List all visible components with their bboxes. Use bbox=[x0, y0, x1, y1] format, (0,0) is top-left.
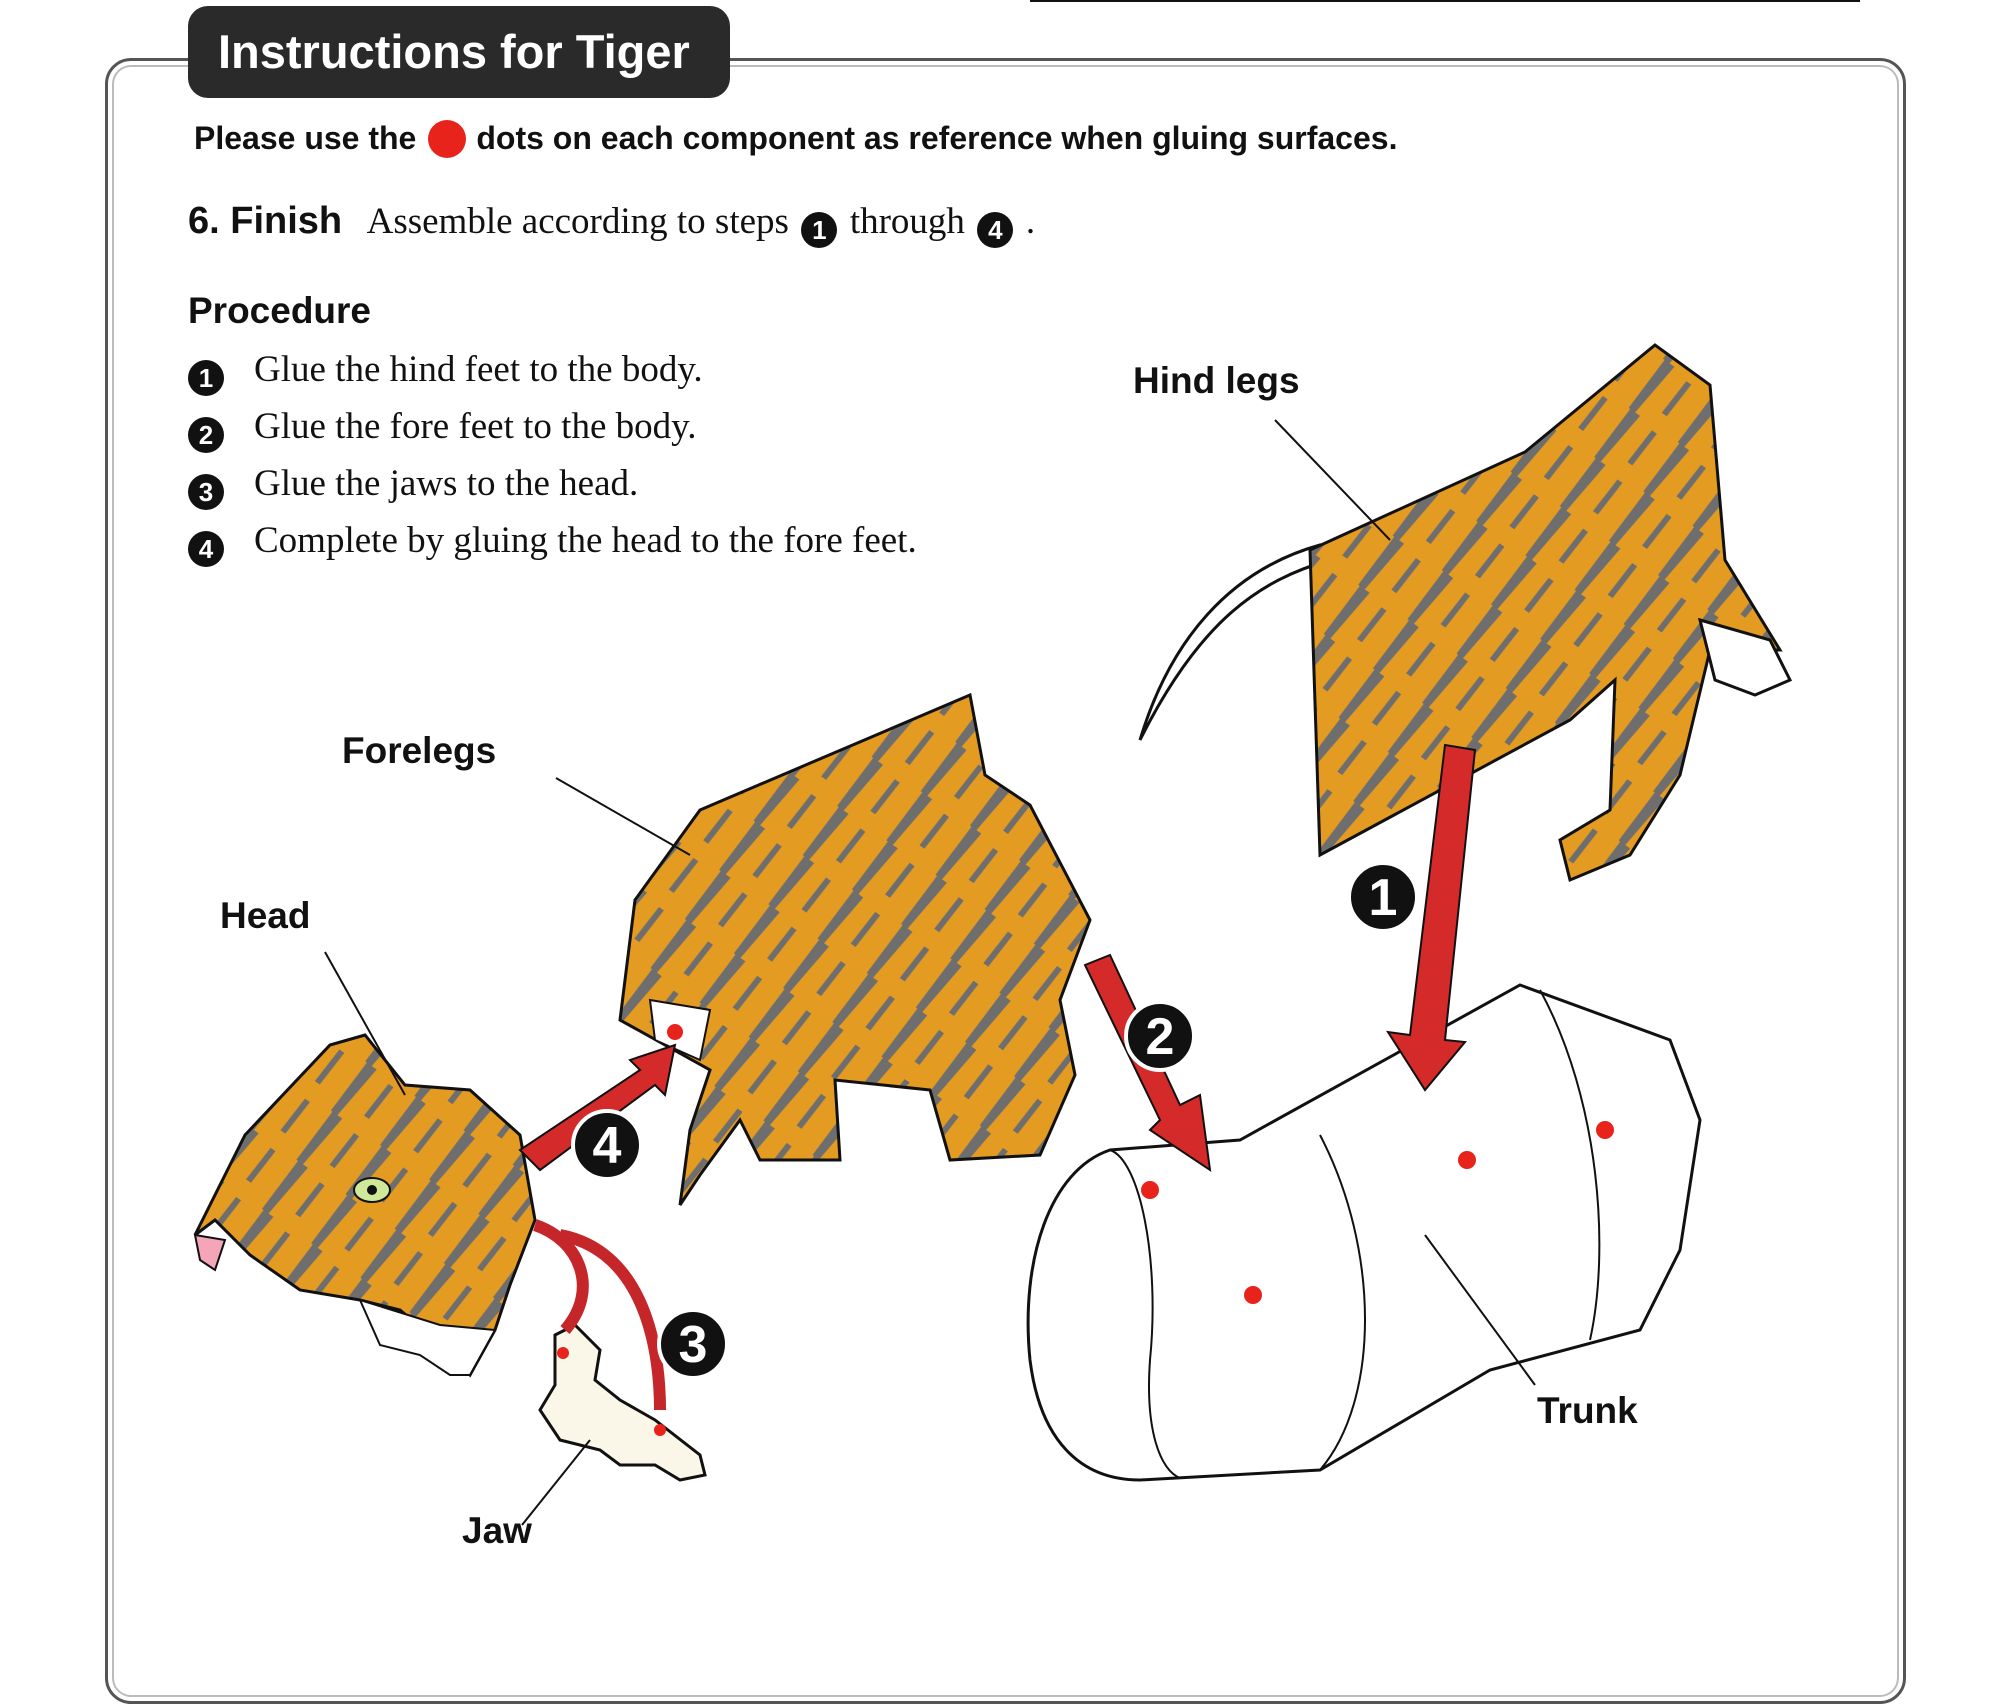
hind-legs-leader bbox=[1274, 419, 1391, 541]
procedure-item-text: Glue the fore feet to the body. bbox=[254, 406, 697, 447]
step-text-middle: through bbox=[849, 201, 965, 242]
jaw-leader bbox=[521, 1439, 591, 1526]
top-rule bbox=[1030, 0, 1860, 2]
step-from-number-icon: 1 bbox=[801, 212, 838, 248]
jaw-part bbox=[532, 1219, 707, 1482]
step-text-before: Assemble according to steps bbox=[366, 201, 789, 242]
svg-text:3: 3 bbox=[679, 1316, 708, 1374]
forelegs-part bbox=[618, 692, 1092, 1206]
trunk-part bbox=[1026, 983, 1702, 1482]
hind-legs-label: Hind legs bbox=[1133, 360, 1300, 401]
arrow-1 bbox=[1385, 743, 1477, 1092]
head-label: Head bbox=[220, 895, 311, 936]
step-number-icon: 3 bbox=[188, 474, 224, 510]
leader-lines bbox=[324, 419, 1536, 1526]
svg-text:2: 2 bbox=[1146, 1008, 1175, 1066]
svg-text:4: 4 bbox=[593, 1117, 622, 1175]
head-part bbox=[193, 1033, 537, 1378]
step-title: 6. Finish bbox=[188, 200, 343, 242]
step-number-icon: 1 bbox=[188, 360, 224, 396]
step-to-number-icon: 4 bbox=[977, 212, 1014, 248]
procedure-heading: Procedure bbox=[188, 290, 372, 331]
step-number-icon: 4 bbox=[188, 531, 224, 567]
svg-text:1: 1 bbox=[1369, 869, 1398, 927]
forelegs-label: Forelegs bbox=[342, 730, 497, 771]
procedure-item: 2 Glue the fore feet to the body. bbox=[188, 402, 917, 459]
glue-note: Please use the dots on each component as … bbox=[194, 114, 1397, 162]
step-text-end: . bbox=[1025, 201, 1036, 242]
badge-2-icon: 2 bbox=[1124, 1000, 1196, 1072]
jaw-label: Jaw bbox=[462, 1510, 532, 1551]
forelegs-leader bbox=[555, 777, 691, 856]
badge-3-icon: 3 bbox=[657, 1308, 729, 1380]
step-heading: 6. Finish Assemble according to steps 1 … bbox=[188, 193, 1035, 257]
procedure-item-text: Glue the jaws to the head. bbox=[254, 463, 639, 504]
procedure-item: 3 Glue the jaws to the head. bbox=[188, 459, 917, 516]
procedure-item-text: Complete by gluing the head to the fore … bbox=[254, 520, 917, 561]
procedure-item: 4 Complete by gluing the head to the fore… bbox=[188, 516, 917, 573]
assembly-diagram: 1 2 3 4 bbox=[193, 343, 1793, 1526]
badge-4-icon: 4 bbox=[571, 1109, 643, 1181]
note-after-text: dots on each component as reference when… bbox=[476, 120, 1398, 156]
page-title: Instructions for Tiger bbox=[188, 6, 730, 98]
trunk-leader bbox=[1424, 1234, 1536, 1386]
step-number-icon: 2 bbox=[188, 417, 224, 453]
red-dot-icon bbox=[428, 120, 467, 158]
badge-1-icon: 1 bbox=[1347, 861, 1419, 933]
hind-legs-part bbox=[1138, 343, 1793, 883]
procedure-item-text: Glue the hind feet to the body. bbox=[254, 349, 703, 390]
note-before-text: Please use the bbox=[194, 120, 417, 156]
arrow-4 bbox=[518, 1043, 677, 1172]
trunk-label: Trunk bbox=[1537, 1390, 1638, 1431]
procedure-item: 1 Glue the hind feet to the body. bbox=[188, 345, 917, 402]
head-leader bbox=[324, 951, 406, 1096]
